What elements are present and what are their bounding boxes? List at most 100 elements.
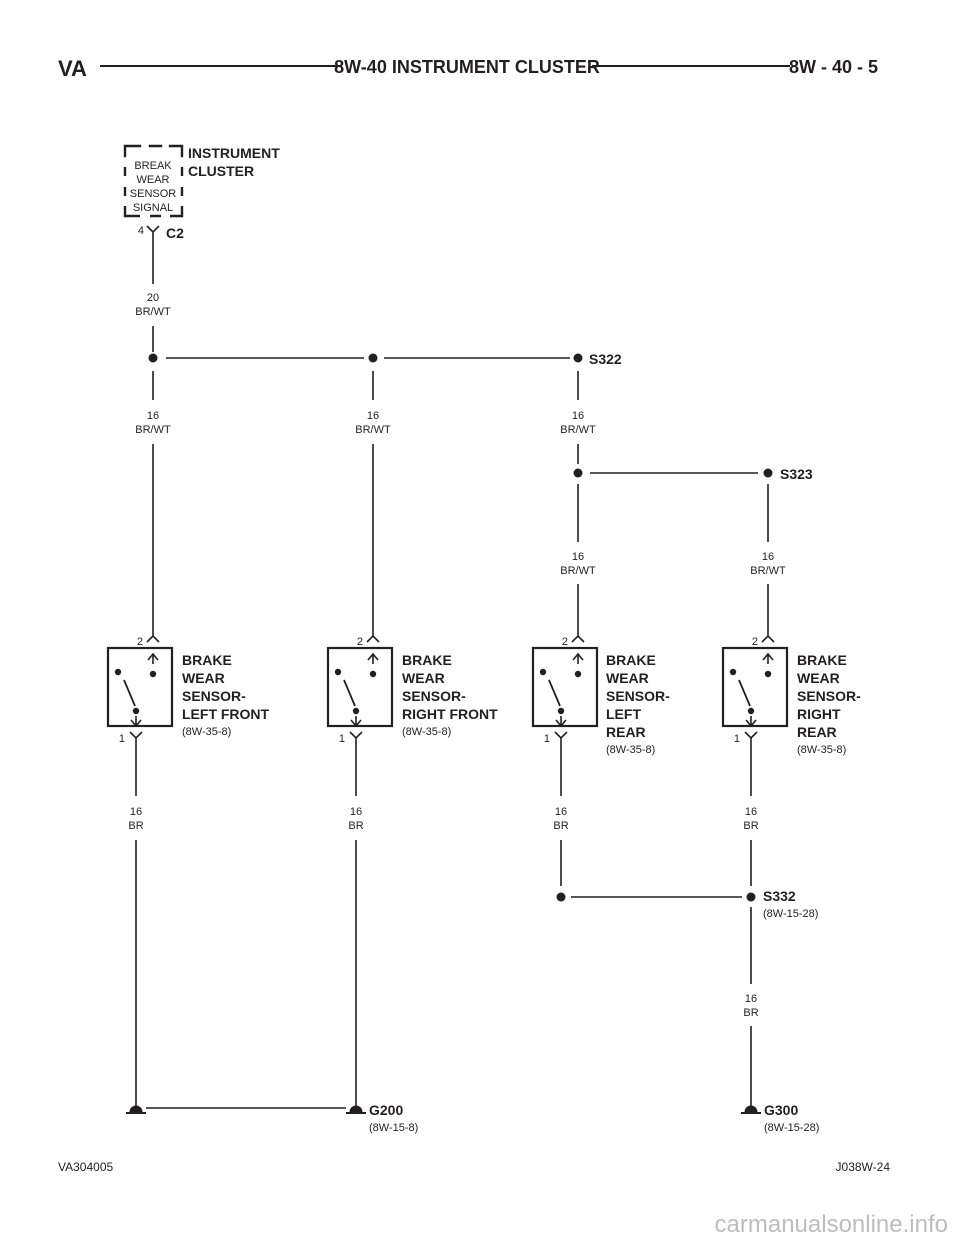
footer-watermark: carmanualsonline.info (715, 1211, 948, 1238)
ground-icon (126, 1105, 146, 1114)
sensor-label: REAR (797, 724, 837, 740)
ground-icon (346, 1105, 366, 1114)
sensor-pin-bottom: 1 (544, 733, 550, 745)
sensor-contact (149, 670, 157, 678)
wire-label-color: BR (743, 820, 758, 832)
cluster-name-line-1: INSTRUMENT (188, 145, 280, 161)
sensor-label: LEFT (606, 706, 641, 722)
sensor-label: BRAKE (182, 652, 232, 668)
sensor-contact (574, 670, 582, 678)
connector-symbol-bottom (744, 731, 758, 742)
instrument-cluster (123, 144, 184, 218)
splice-dot-s332 (746, 892, 756, 902)
splice-label-s323: S323 (780, 466, 813, 482)
splice-points (148, 353, 773, 902)
sensor-label: BRAKE (797, 652, 847, 668)
cluster-name-line-2: CLUSTER (188, 163, 254, 179)
ground-label-g300: G300 (764, 1102, 798, 1118)
cluster-bracket-top (123, 144, 184, 158)
sensor-ref: (8W-35-8) (182, 726, 231, 738)
cluster-signal-line-4: SIGNAL (133, 202, 173, 214)
sensor-body (531, 646, 599, 728)
sensor-label: WEAR (797, 670, 840, 686)
sensor-contact (764, 670, 772, 678)
sensor-pin-top: 2 (357, 636, 363, 648)
splice-dot-s323 (763, 468, 773, 478)
sensor-terminal-arrow-top (147, 652, 159, 664)
sensor-left-front: 2 1 BRAKE WEAR SENSOR- LEFT FRONT (8W-35… (106, 628, 270, 745)
footer-drawing-id: J038W-24 (836, 1160, 891, 1174)
sensor-terminal-arrow-bottom (350, 716, 362, 728)
header-page-number: 8W - 40 - 5 (789, 57, 878, 77)
wire-label-gauge: 16 (572, 551, 584, 563)
cluster-signal-line-1: BREAK (134, 160, 172, 172)
splice-dot (148, 353, 158, 363)
sensor-body (721, 646, 789, 728)
sensor-contact (557, 707, 565, 715)
footer-figure-id: VA304005 (58, 1160, 113, 1174)
wire-label-color: BR (348, 820, 363, 832)
connector-symbol-top (146, 628, 160, 643)
sensor-contact (747, 707, 755, 715)
splice-dot (556, 892, 566, 902)
wire-label-color: BR/WT (135, 424, 171, 436)
sensor-pin-top: 2 (562, 636, 568, 648)
cluster-signal-line-3: SENSOR (130, 188, 177, 200)
sensor-body (326, 646, 394, 728)
sensor-label: BRAKE (606, 652, 656, 668)
sensor-label: SENSOR- (182, 688, 246, 704)
sensor-terminal-arrow-top (572, 652, 584, 664)
splice-dot-s322 (573, 353, 583, 363)
wire-label-gauge: 16 (555, 806, 567, 818)
connector-symbol-bottom (554, 731, 568, 742)
wire-label-color: BR/WT (560, 424, 596, 436)
sensor-contact (114, 668, 122, 676)
sensor-terminal-arrow-bottom (555, 716, 567, 728)
sensor-right-front: 2 1 BRAKE WEAR SENSOR- RIGHT FRONT (8W-3… (326, 628, 498, 745)
sensor-label: BRAKE (402, 652, 452, 668)
sensor-terminal-arrow-top (367, 652, 379, 664)
sensor-pin-top: 2 (752, 636, 758, 648)
sensor-label: SENSOR- (606, 688, 670, 704)
sensor-ref: (8W-35-8) (797, 744, 846, 756)
splice-dot (368, 353, 378, 363)
wire-labels: 20 BR/WT 16 BR/WT 16 BR/WT 16 BR/WT 16 B… (128, 292, 786, 1019)
sensor-contact (729, 668, 737, 676)
sensor-contact (539, 668, 547, 676)
sensor-ref: (8W-35-8) (402, 726, 451, 738)
sensor-label: RIGHT FRONT (402, 706, 498, 722)
ground-ref-g300: (8W-15-28) (764, 1122, 819, 1134)
sensor-terminal-arrow-top (762, 652, 774, 664)
sensor-body (106, 646, 174, 728)
wire-label-color: BR/WT (560, 565, 596, 577)
wire-label-gauge: 16 (745, 993, 757, 1005)
wire-label-gauge: 16 (762, 551, 774, 563)
sensor-label: WEAR (182, 670, 225, 686)
header-title: 8W-40 INSTRUMENT CLUSTER (334, 57, 600, 77)
sensor-contact (352, 707, 360, 715)
sensor-terminal-arrow-bottom (745, 716, 757, 728)
ground-symbols (126, 1105, 761, 1114)
connector-symbol-top (571, 628, 585, 643)
wire-label-gauge: 16 (147, 410, 159, 422)
sensor-switch-blade (343, 679, 356, 707)
wire-label-color: BR/WT (355, 424, 391, 436)
wire-label-color: BR (743, 1007, 758, 1019)
wire-label-gauge: 16 (367, 410, 379, 422)
cluster-signal-line-2: WEAR (137, 174, 170, 186)
sensor-label: LEFT FRONT (182, 706, 270, 722)
splice-ref-s332: (8W-15-28) (763, 908, 818, 920)
header-model-code: VA (58, 56, 87, 81)
wire-label-gauge: 16 (350, 806, 362, 818)
splice-label-s332: S332 (763, 888, 796, 904)
splice-label-s322: S322 (589, 351, 622, 367)
connector-symbol-top (761, 628, 775, 643)
sensor-label: WEAR (402, 670, 445, 686)
sensor-switch-blade (123, 679, 136, 707)
cluster-connector-id: C2 (166, 225, 184, 241)
ground-icon (741, 1105, 761, 1114)
sensor-left-rear: 2 1 BRAKE WEAR SENSOR- LEFT REAR (8W-35-… (531, 628, 670, 756)
sensor-pin-bottom: 1 (119, 733, 125, 745)
sensor-contact (334, 668, 342, 676)
